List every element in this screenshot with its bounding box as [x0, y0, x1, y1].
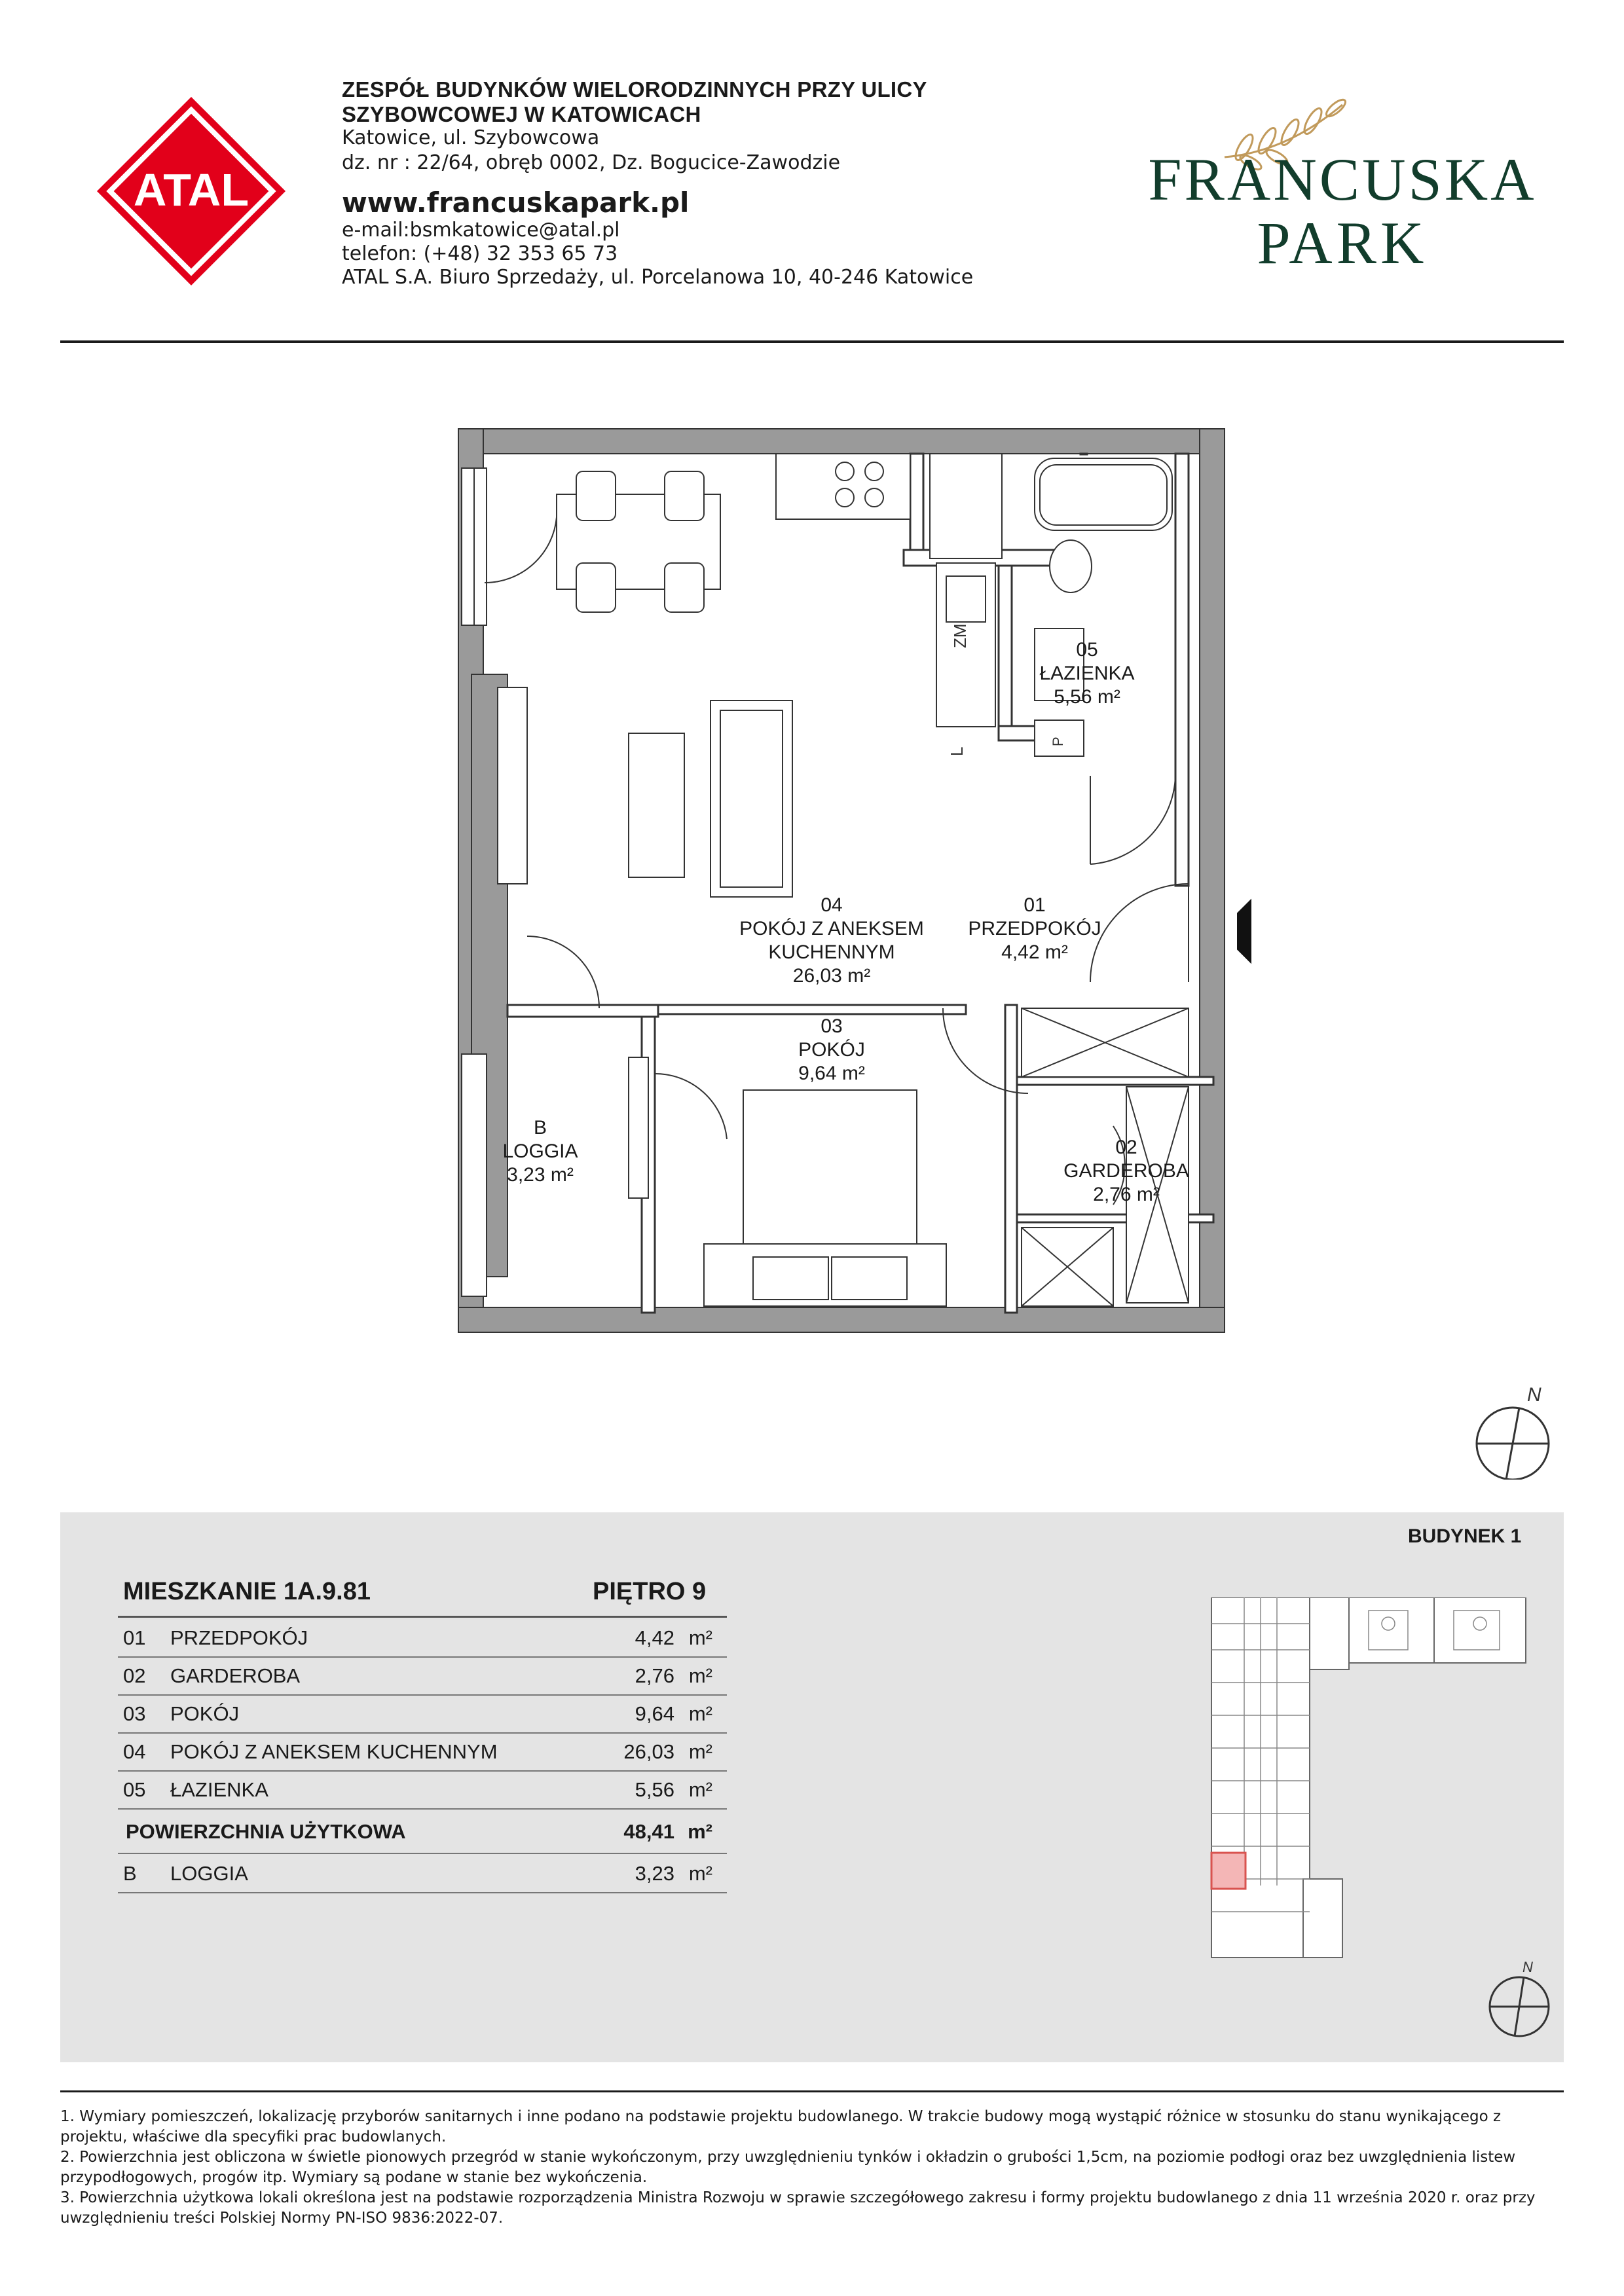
note-2: 2. Powierzchnia jest obliczona w świetle…	[60, 2149, 1516, 2186]
phone: telefon: (+48) 32 353 65 73	[342, 242, 618, 265]
footnotes: 1. Wymiary pomieszczeń, lokalizację przy…	[60, 2107, 1564, 2229]
sales-office: ATAL S.A. Biuro Sprzedaży, ul. Porcelano…	[342, 266, 974, 289]
apartment-highlight	[1210, 1851, 1247, 1890]
wardrobe	[1021, 1008, 1189, 1307]
bathroom-fixtures	[1034, 458, 1173, 757]
floor-plan: ZM L P	[445, 419, 1270, 1336]
bed	[703, 1089, 947, 1307]
note-3: 3. Powierzchnia użytkowa lokali określon…	[60, 2189, 1536, 2227]
entrance-marker-icon	[1237, 898, 1251, 964]
website-link[interactable]: www.francuskapark.pl	[342, 187, 690, 219]
footer-divider	[60, 2090, 1564, 2092]
note-1: 1. Wymiary pomieszczeń, lokalizację przy…	[60, 2108, 1502, 2145]
svg-text:N: N	[1527, 1384, 1541, 1406]
project-title: ZESPÓŁ BUDYNKÓW WIELORODZINNYCH PRZY ULI…	[342, 77, 927, 126]
plot-info: dz. nr : 22/64, obręb 0002, Dz. Bogucice…	[342, 151, 841, 174]
francuska-park-logo: FRANCUSKA PARK	[1146, 92, 1539, 282]
kitchen-counter	[775, 453, 1003, 727]
olive-branch-icon	[1224, 98, 1347, 171]
svg-text:PARK: PARK	[1257, 210, 1428, 276]
doors	[484, 517, 1189, 1205]
header-divider	[60, 340, 1564, 343]
svg-text:ZM: ZM	[950, 623, 970, 648]
table-header-line	[118, 1616, 727, 1618]
building-label: BUDYNEK 1	[1408, 1525, 1522, 1547]
email[interactable]: e-mail:bsmkatowice@atal.pl	[342, 219, 620, 242]
svg-text:N: N	[1522, 1959, 1533, 1975]
address: Katowice, ul. Szybowcowa	[342, 126, 600, 149]
floor-number: PIĘTRO 9	[593, 1578, 707, 1605]
svg-text:ATAL: ATAL	[134, 164, 249, 215]
svg-text:P: P	[1050, 737, 1066, 746]
windows	[461, 467, 649, 1297]
atal-logo: ATAL	[96, 96, 287, 287]
building-key-plan	[1205, 1597, 1532, 1964]
svg-text:FRANCUSKA: FRANCUSKA	[1148, 146, 1536, 213]
compass-icon: N	[1467, 1381, 1559, 1481]
svg-text:L: L	[947, 747, 967, 756]
mini-compass-icon: N	[1483, 1958, 1555, 2039]
sofa	[497, 687, 793, 898]
apartment-id: MIESZKANIE 1A.9.81	[123, 1578, 371, 1605]
dining-table	[556, 471, 721, 613]
